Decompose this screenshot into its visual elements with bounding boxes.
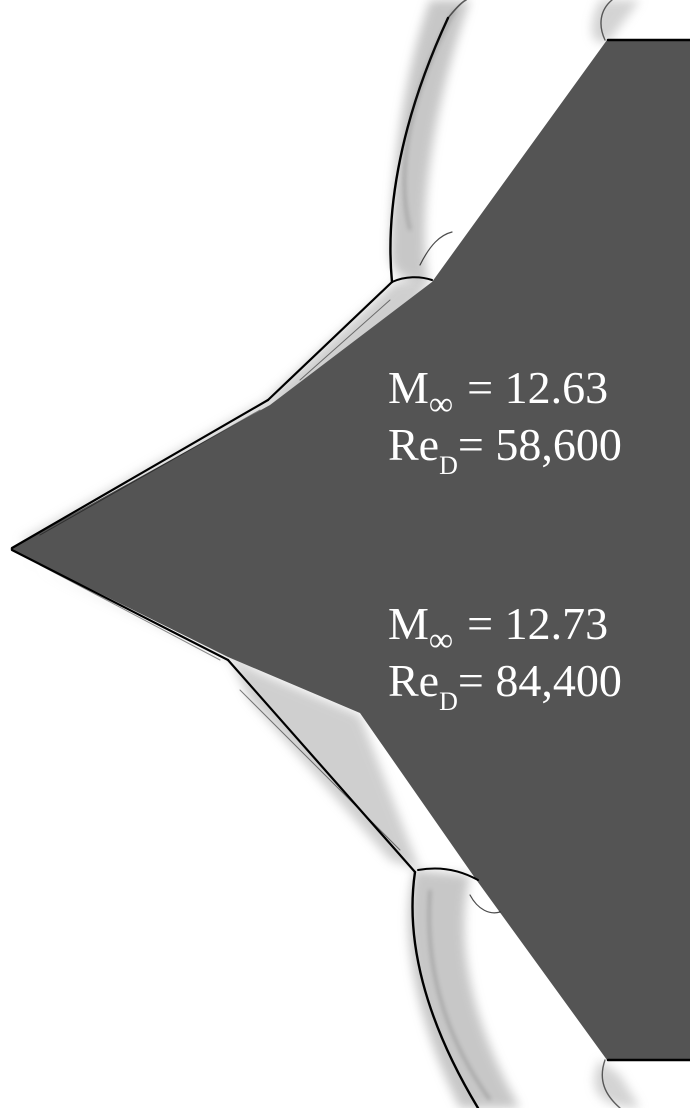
shock-lines-bottom	[10, 548, 690, 1108]
shock-shading-bottom	[20, 560, 640, 1108]
wisps	[403, 9, 491, 1101]
shock-lines-top	[10, 0, 690, 550]
double-cone-body	[10, 40, 690, 1060]
reynolds-number-bottom: ReD= 84,400	[388, 655, 622, 716]
reynolds-number-top: ReD= 58,600	[388, 419, 622, 480]
mach-number-bottom: M∞= 12.73	[388, 598, 609, 659]
case-label-bottom: M∞= 12.73 ReD= 84,400	[388, 598, 622, 716]
mach-number-top: M∞= 12.63	[388, 362, 609, 423]
case-label-top: M∞= 12.63 ReD= 58,600	[388, 362, 622, 480]
